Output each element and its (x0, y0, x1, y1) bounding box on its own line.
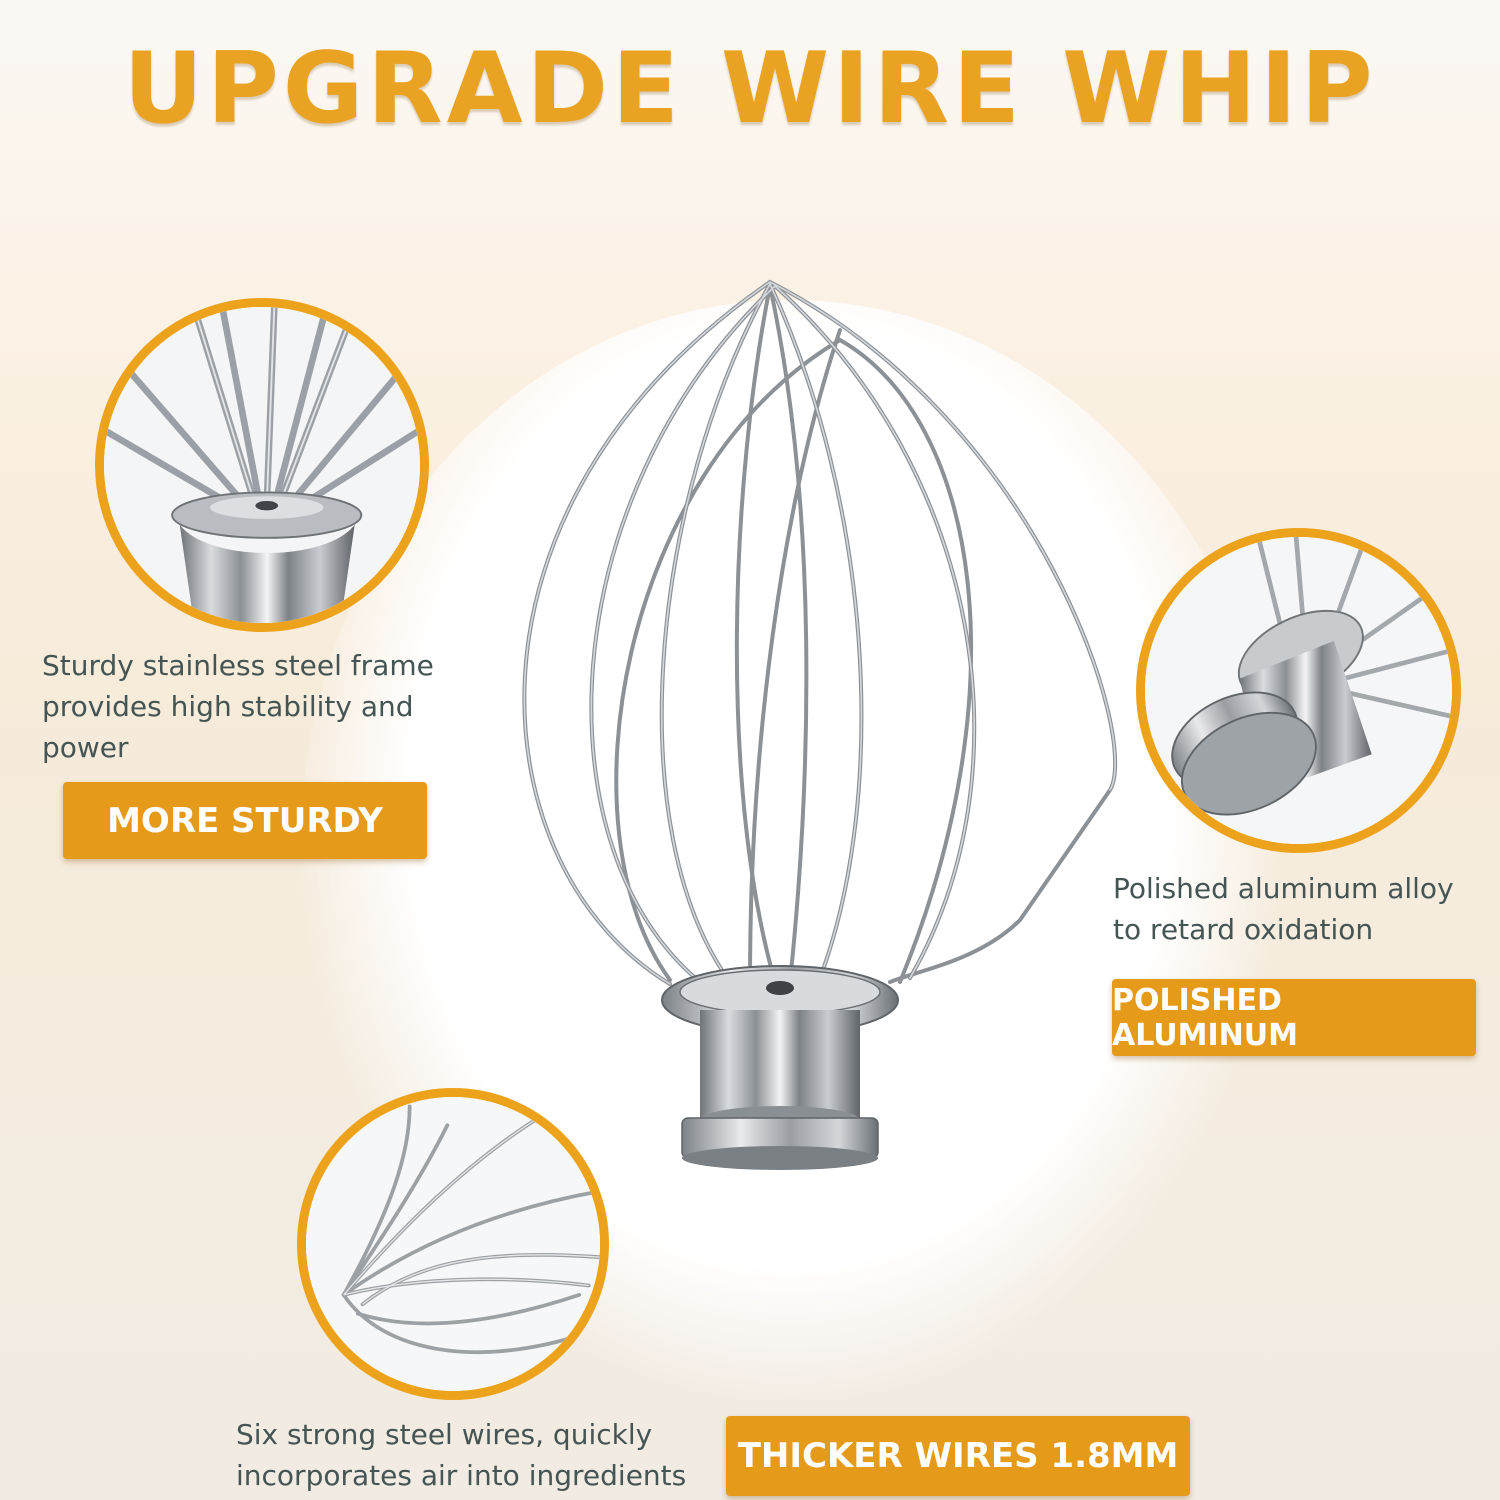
wire-whip-image (522, 279, 1118, 1170)
feature-aluminum-description: Polished aluminum alloy to retard oxidat… (1113, 872, 1454, 946)
thicker-wires-badge: THICKER WIRES 1.8MM (726, 1416, 1190, 1496)
more-sturdy-badge: MORE STURDY (63, 782, 427, 859)
polished-aluminum-badge: POLISHED ALUMINUM (1112, 979, 1476, 1056)
steel-frame-detail-image (104, 307, 420, 623)
detail-aluminum-circle (1136, 528, 1461, 853)
feature-sturdy-description: Sturdy stainless steel frame provides hi… (42, 649, 434, 764)
steel-wires-detail-image (306, 1097, 600, 1391)
feature-wires-description: Six strong steel wires, quickly incorpor… (236, 1418, 687, 1492)
detail-wires-circle (297, 1088, 609, 1400)
aluminum-base-detail-image (1145, 537, 1452, 844)
page-title: UPGRADE WIRE WHIP (123, 32, 1377, 146)
detail-frame-circle (95, 298, 429, 632)
